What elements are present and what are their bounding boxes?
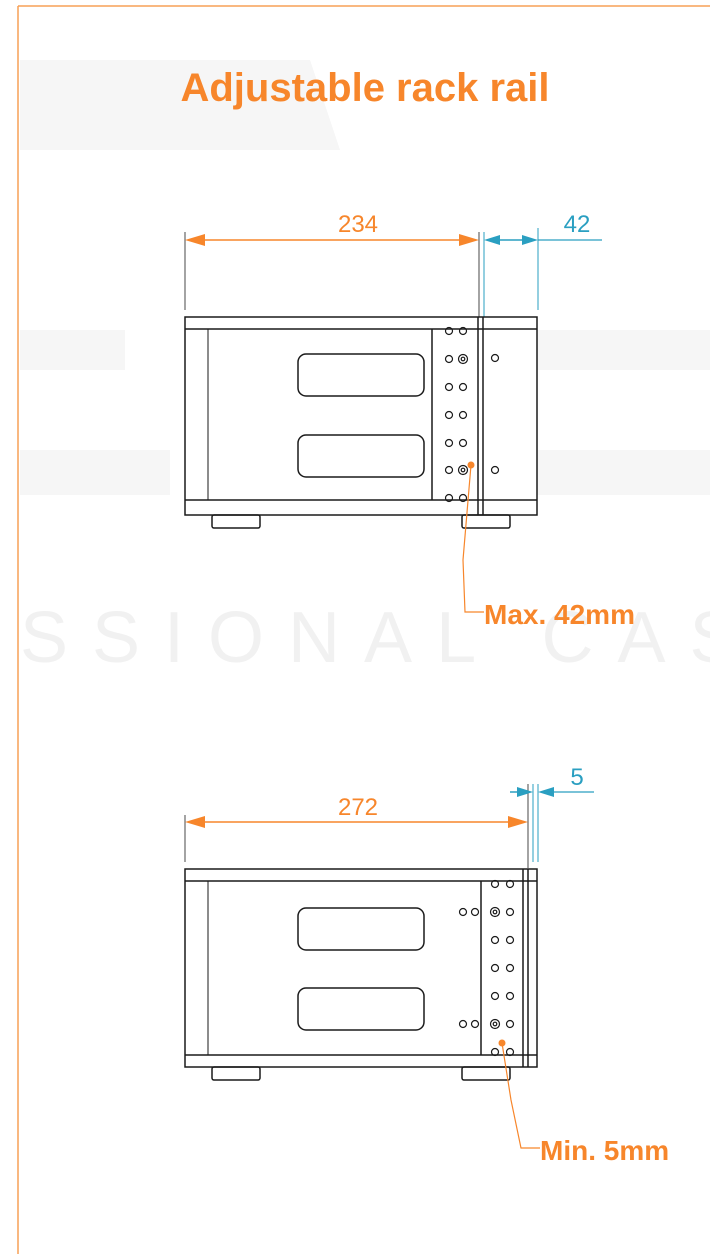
handle-bottom-1	[297, 434, 425, 478]
foot-right-2	[461, 1066, 511, 1081]
dimension-main-1: 234	[184, 211, 480, 318]
foot-right-1	[461, 514, 511, 529]
rack-holes-2	[458, 879, 515, 1057]
dimension-main-2: 272	[184, 784, 529, 868]
handle-top-2	[297, 907, 425, 951]
dimension-offset-2-label: 5	[570, 764, 583, 791]
rack-holes-1	[444, 326, 500, 503]
callout-max-label: Max. 42mm	[484, 599, 635, 630]
watermark-text: SSIONAL CASES	[20, 598, 710, 678]
dimension-offset-1-label: 42	[564, 211, 591, 238]
diagram-min: 272 5	[184, 764, 669, 1166]
rack-case-2	[184, 868, 538, 1081]
handle-top-1	[297, 353, 425, 397]
foot-left-2	[211, 1066, 261, 1081]
handle-bottom-2	[297, 987, 425, 1031]
page-title: Adjustable rack rail	[180, 66, 550, 110]
rack-case-1	[184, 316, 538, 529]
callout-max: Max. 42mm	[462, 461, 635, 630]
dimension-offset-1: 42	[483, 211, 602, 318]
dimension-main-2-label: 272	[338, 794, 378, 821]
diagram-max: 234 42	[184, 211, 635, 630]
callout-min: Min. 5mm	[498, 1039, 669, 1166]
foot-left-1	[211, 514, 261, 529]
dimension-main-1-label: 234	[338, 211, 378, 238]
callout-min-label: Min. 5mm	[540, 1135, 669, 1166]
dimension-offset-2: 5	[510, 764, 594, 862]
